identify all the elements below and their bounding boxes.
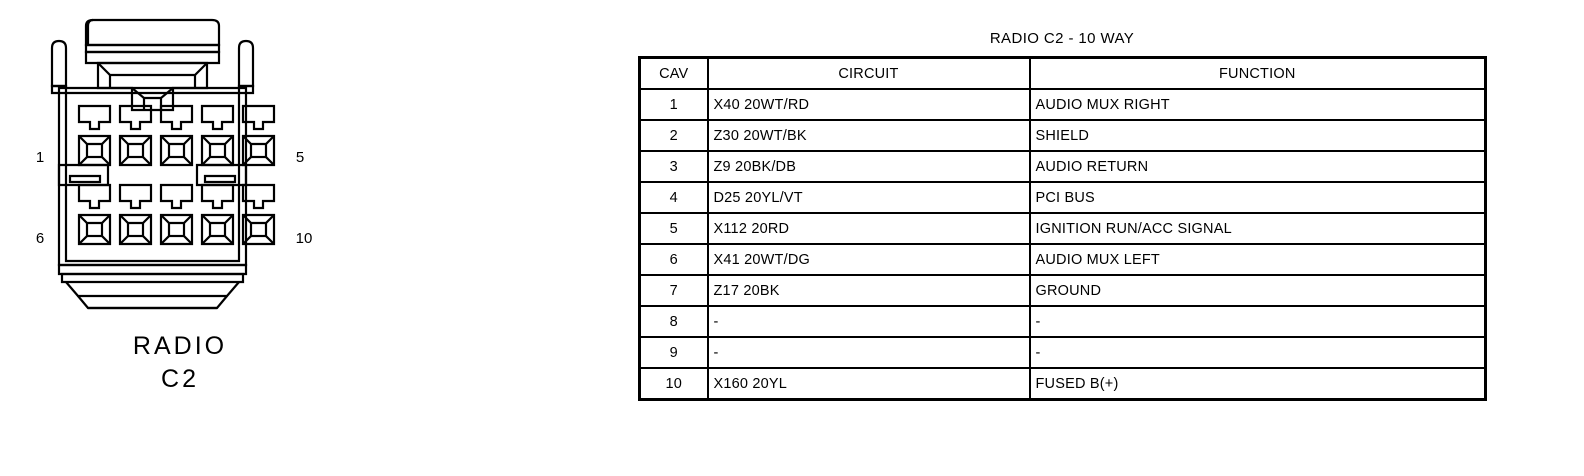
cell-cav: 6 xyxy=(638,243,709,276)
cell-circuit: Z17 20BK xyxy=(706,274,1031,307)
cavity-row-top xyxy=(77,104,276,167)
cavity-7 xyxy=(118,183,153,246)
cell-circuit: X160 20YL xyxy=(706,367,1031,401)
cell-cav: 3 xyxy=(638,150,709,183)
cavity-10 xyxy=(241,183,276,246)
connector-caption-line-2: C2 xyxy=(161,365,199,393)
connector-top-latch xyxy=(84,18,221,54)
connector-bottom-flange xyxy=(57,263,248,310)
cavity-8 xyxy=(159,183,194,246)
cell-function: PCI BUS xyxy=(1028,181,1487,214)
cavity-3 xyxy=(159,104,194,167)
cavity-4 xyxy=(200,104,235,167)
cavity-9 xyxy=(200,183,235,246)
cell-cav: 7 xyxy=(638,274,709,307)
cavity-1 xyxy=(77,104,112,167)
cell-function: SHIELD xyxy=(1028,119,1487,152)
cell-cav: 10 xyxy=(638,367,709,401)
table-title: RADIO C2 - 10 WAY xyxy=(989,30,1135,47)
cell-circuit: X112 20RD xyxy=(706,212,1031,245)
table-row: 8-- xyxy=(638,305,1487,338)
cavity-6 xyxy=(77,183,112,246)
cell-function: AUDIO RETURN xyxy=(1028,150,1487,183)
connector-drawing xyxy=(50,18,276,310)
cell-circuit: Z9 20BK/DB xyxy=(706,150,1031,183)
pinout-table-area: RADIO C2 - 10 WAY CAV CIRCUIT FUNCTION 1… xyxy=(638,30,1487,401)
pin-number-5: 5 xyxy=(295,149,305,166)
cell-circuit: D25 20YL/VT xyxy=(706,181,1031,214)
cell-cav: 8 xyxy=(638,305,709,338)
connector-side-rails xyxy=(50,39,255,95)
connector-figure: 1 5 6 10 RADIO C2 xyxy=(0,0,400,476)
connector-caption: RADIO C2 xyxy=(60,330,300,396)
table-row: 9-- xyxy=(638,336,1487,369)
cell-circuit: - xyxy=(706,336,1031,369)
column-header-cav: CAV xyxy=(638,56,709,90)
cavity-5 xyxy=(241,104,276,167)
cell-cav: 1 xyxy=(638,88,709,121)
cell-function: FUSED B(+) xyxy=(1028,367,1487,401)
cell-circuit: - xyxy=(706,305,1031,338)
pin-number-1: 1 xyxy=(35,149,45,166)
connector-caption-line-1: RADIO xyxy=(132,332,228,360)
cell-function: - xyxy=(1028,336,1487,369)
cell-function: AUDIO MUX RIGHT xyxy=(1028,88,1487,121)
cell-cav: 4 xyxy=(638,181,709,214)
column-header-circuit: CIRCUIT xyxy=(706,56,1031,90)
cell-circuit: Z30 20WT/BK xyxy=(706,119,1031,152)
connector-center-rib xyxy=(84,50,221,112)
cell-function: IGNITION RUN/ACC SIGNAL xyxy=(1028,212,1487,245)
cell-function: AUDIO MUX LEFT xyxy=(1028,243,1487,276)
pin-number-10: 10 xyxy=(295,230,313,247)
cell-cav: 2 xyxy=(638,119,709,152)
cell-circuit: X40 20WT/RD xyxy=(706,88,1031,121)
column-header-function: FUNCTION xyxy=(1028,56,1487,90)
cell-circuit: X41 20WT/DG xyxy=(706,243,1031,276)
connector-middle-tabs xyxy=(57,163,248,187)
cell-function: GROUND xyxy=(1028,274,1487,307)
pin-number-6: 6 xyxy=(35,230,45,247)
cavity-row-bottom xyxy=(77,183,276,246)
table-header-row: CAV CIRCUIT FUNCTION xyxy=(638,56,1487,90)
cell-function: - xyxy=(1028,305,1487,338)
cell-cav: 5 xyxy=(638,212,709,245)
cell-cav: 9 xyxy=(638,336,709,369)
cavity-2 xyxy=(118,104,153,167)
